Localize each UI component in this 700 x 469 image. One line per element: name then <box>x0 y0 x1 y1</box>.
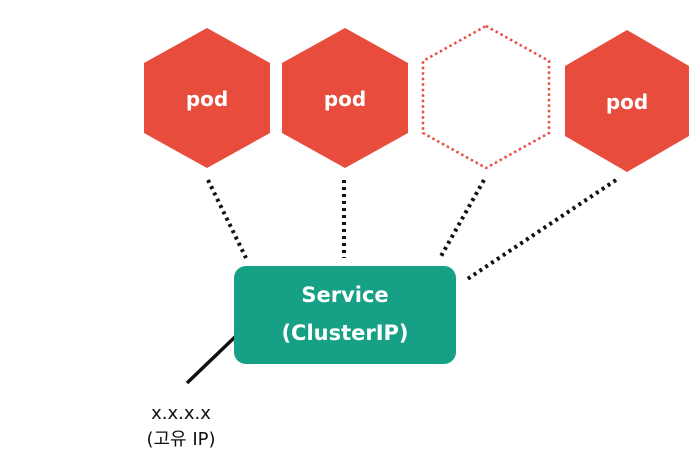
service-type: (ClusterIP) <box>281 321 408 345</box>
service-title: Service <box>301 283 388 307</box>
pod-2: pod <box>282 28 408 168</box>
service-rect <box>234 266 456 364</box>
pod-hexagon <box>144 28 270 168</box>
pod-1: pod <box>144 28 270 168</box>
pod-hexagon-empty <box>421 24 551 170</box>
pod-3-placeholder <box>421 24 551 170</box>
connector-pod-3 <box>438 179 486 259</box>
pod-label: pod <box>606 90 648 114</box>
connectors <box>206 178 618 282</box>
ip-note: (고유 IP) <box>146 429 215 450</box>
connector-pod-4 <box>464 178 618 282</box>
pod-hexagon <box>282 28 408 168</box>
service-box: Service (ClusterIP) <box>234 266 456 364</box>
ip-connector <box>185 334 238 385</box>
pod-4: pod <box>565 30 689 172</box>
pod-label: pod <box>186 87 228 111</box>
connector-pod-1 <box>206 179 248 259</box>
pod-hexagon <box>565 30 689 172</box>
ip-address: x.x.x.x <box>151 403 211 424</box>
pod-label: pod <box>324 87 366 111</box>
